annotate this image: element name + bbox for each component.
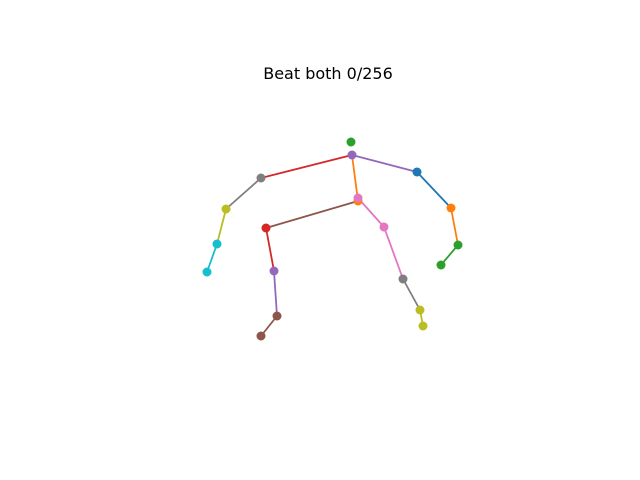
joint-right-shoulder — [412, 167, 422, 177]
bone-right-hip-to-right-knee — [383, 226, 404, 280]
joint-head-top — [346, 137, 356, 147]
skeleton-joints — [202, 137, 463, 341]
joint-left-elbow — [221, 204, 231, 214]
figure-title: Beat both 0/256 — [263, 64, 393, 83]
joint-right-knee — [398, 274, 408, 284]
bone-left-wrist-to-left-hand — [206, 243, 218, 273]
skeleton-bones — [206, 154, 459, 337]
bone-right-elbow-to-right-wrist — [450, 207, 459, 246]
joint-left-ankle — [272, 311, 282, 321]
bone-pelvis-a-to-left-hip — [265, 200, 359, 229]
joint-right-hand — [436, 260, 446, 270]
joint-left-shoulder — [256, 173, 266, 183]
joint-right-ankle — [415, 305, 425, 315]
joint-left-knee — [269, 266, 279, 276]
bone-right-knee-to-right-ankle — [402, 278, 421, 311]
bone-left-shoulder-to-left-elbow — [225, 177, 262, 210]
joint-pelvis-b — [353, 193, 363, 203]
joint-right-elbow — [446, 203, 456, 213]
bone-neck-to-pelvis-a — [351, 154, 359, 202]
joint-left-wrist — [212, 239, 222, 249]
joint-left-hand — [202, 267, 212, 277]
bone-left-hip-to-left-knee — [265, 227, 275, 272]
bone-right-shoulder-to-right-elbow — [416, 171, 452, 209]
bone-pelvis-b-to-right-hip — [357, 197, 385, 228]
bone-left-elbow-to-left-wrist — [216, 208, 227, 245]
joint-left-foot — [256, 331, 266, 341]
joint-neck — [347, 150, 357, 160]
joint-right-foot — [418, 321, 428, 331]
joint-right-hip — [379, 222, 389, 232]
bone-neck-to-right-shoulder — [351, 154, 418, 173]
bone-neck-to-left-shoulder — [260, 154, 353, 179]
joint-right-wrist — [453, 240, 463, 250]
joint-left-hip — [261, 223, 271, 233]
bone-left-knee-to-left-ankle — [273, 270, 278, 317]
